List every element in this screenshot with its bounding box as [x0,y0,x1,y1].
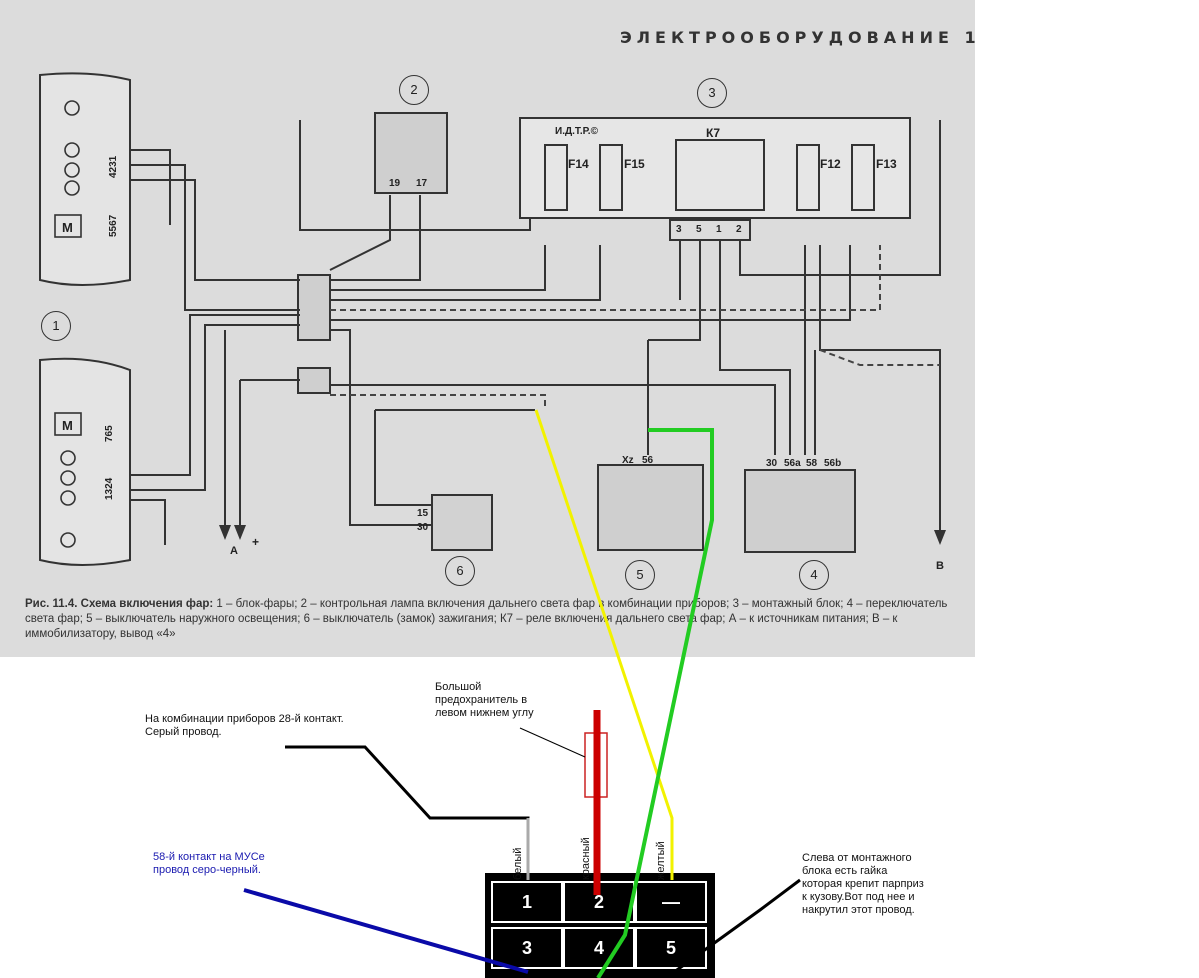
motor-top: M [62,220,73,235]
diagram-wiring [39,72,946,566]
lamp-pin-17: 17 [416,178,428,189]
k7-label: К7 [706,126,720,140]
k7-pin-1: 1 [716,224,722,235]
f14-label: F14 [568,157,589,171]
k7-pin-5: 5 [696,224,702,235]
label-ignition-6: 6 [445,556,475,586]
connector-pin-1: 1 [491,881,563,923]
connector-pin-3: 3 [491,927,563,969]
fuse-symbol [584,732,608,798]
headlamp-bottom-pins: 765 [104,425,115,442]
k7-pin-3: 3 [676,224,682,235]
lamp-pin-19: 19 [389,178,401,189]
sw4-pin-58: 58 [806,458,818,469]
connector-pin-2: 2 [563,881,635,923]
sw5-pin-56: 56 [642,455,654,466]
k7-pin-2: 2 [736,224,742,235]
ign-pin-15: 15 [417,508,429,519]
fuse-note: Большой предохранитель в левом нижнем уг… [435,681,534,719]
section-header: ЭЛЕКТРООБОРУДОВАНИЕ 1 [620,28,981,47]
connector-block: 1 2 — 3 4 5 [485,873,715,978]
scanned-wiring-diagram: ЭЛЕКТРООБОРУДОВАНИЕ 1 1 2 3 4 5 6 И.Д.Т.… [0,0,976,657]
f13-label: F13 [876,157,897,171]
wire-label-white: белый [512,847,524,880]
connector-pin-4: 4 [563,927,635,969]
headlamp-top-pins-2: 5567 [108,214,119,237]
connector-pin-empty: — [635,881,707,923]
gray-wire-pointer [285,745,530,880]
sw4-pin-30: 30 [766,458,778,469]
label-mounting-block-3: 3 [697,78,727,108]
wire-label-yellow: желтый [655,841,667,880]
ground-note: Слева от монтажного блока есть гайка кот… [802,852,924,916]
gray-wire-note: На комбинации приборов 28-й контакт. Сер… [145,713,344,738]
figure-caption: Рис. 11.4. Схема включения фар: 1 – блок… [25,597,955,642]
sw5-pin-xz: Xz [622,455,634,466]
fuse-pointer [519,727,586,758]
headlamp-top-pins: 4231 [108,155,119,178]
label-plus: + [252,535,260,549]
mus-contact-note: 58-й контакт на МУСе провод серо-черный. [153,851,265,876]
label-a: А [230,545,238,557]
label-b: В [936,560,944,572]
label-light-switch-4: 4 [799,560,829,590]
headlamp-bottom-pins-2: 1324 [104,477,115,500]
label-headlamp-1: 1 [41,311,71,341]
f12-label: F12 [820,157,841,171]
ign-pin-30: 30 [417,522,429,533]
motor-bottom: M [62,418,73,433]
sw4-pin-56a: 56a [784,458,801,469]
idtr-label: И.Д.Т.Р.© [555,126,598,137]
caption-title: Рис. 11.4. Схема включения фар: [25,598,214,610]
wire-label-red: красный [580,837,592,880]
label-indicator-2: 2 [399,75,429,105]
label-outdoor-light-switch-5: 5 [625,560,655,590]
sw4-pin-56b: 56b [824,458,842,469]
f15-label: F15 [624,157,645,171]
connector-pin-5: 5 [635,927,707,969]
